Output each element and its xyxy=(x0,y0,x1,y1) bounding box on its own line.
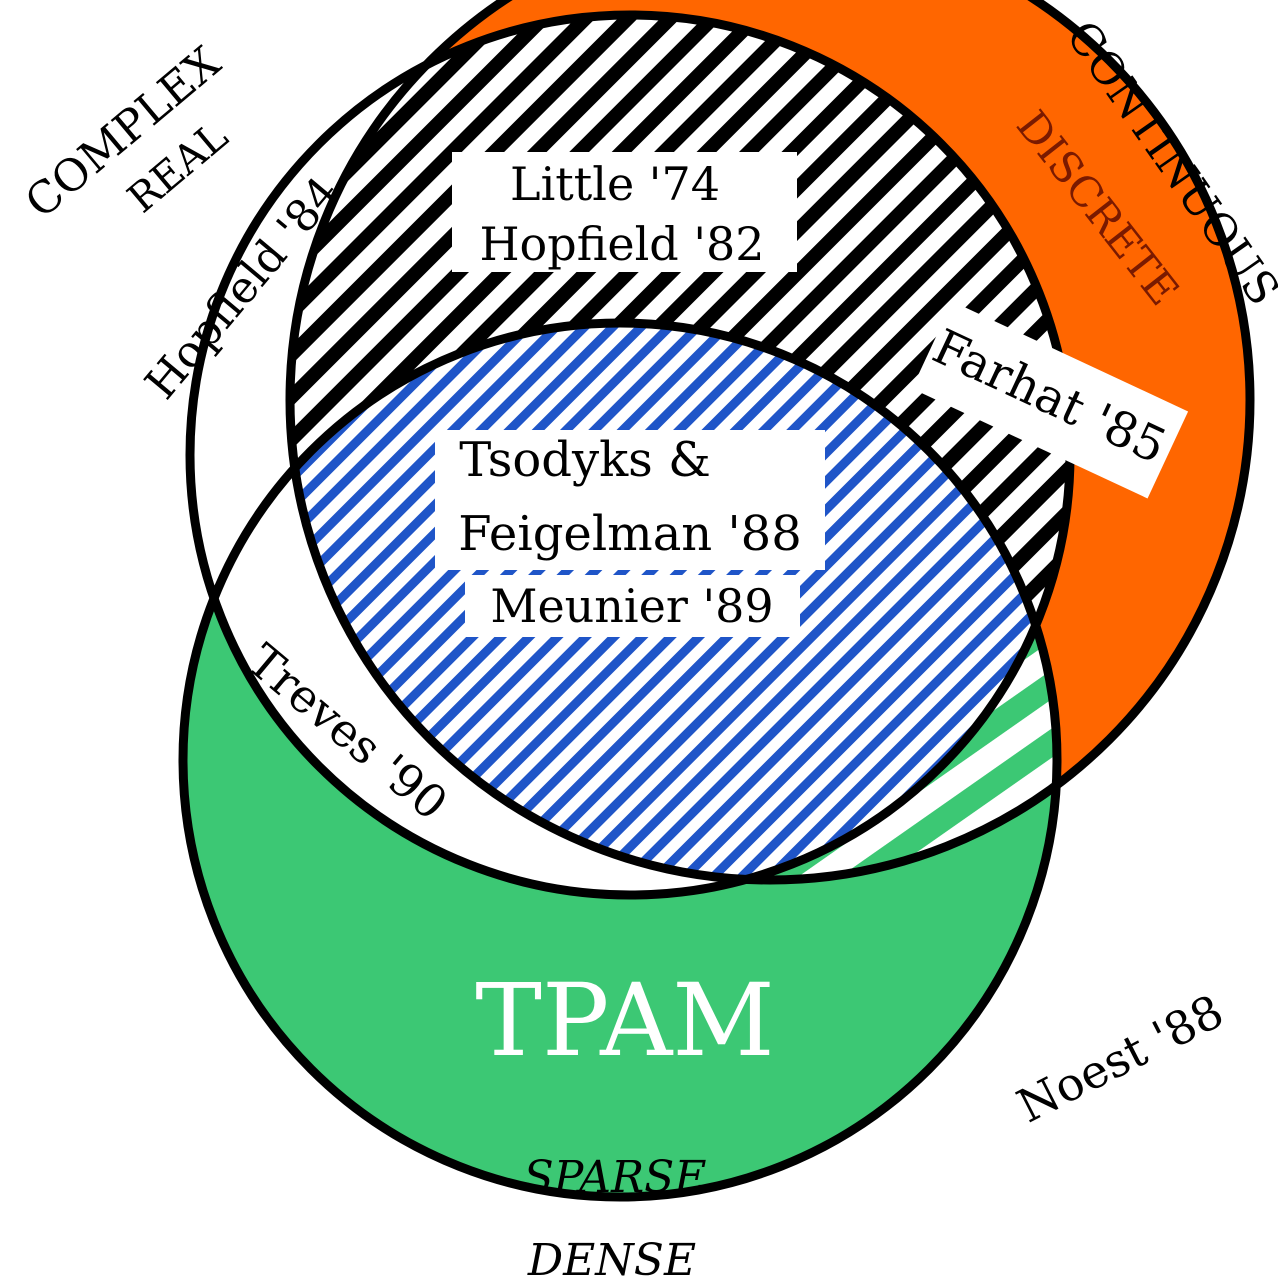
tsodyks-box xyxy=(435,430,825,570)
farhat-box xyxy=(911,301,1189,499)
little-hopfield-box xyxy=(452,152,797,272)
tsodyks-label-line1: Tsodyks & xyxy=(459,432,711,488)
dense-label: DENSE xyxy=(527,1235,696,1284)
tpam-label: TPAM xyxy=(475,962,774,1079)
sparse-circle-outline xyxy=(178,318,1062,1202)
tsodyks-label-line2: Feigelman '88 xyxy=(458,506,802,562)
continuous-circle-outline xyxy=(285,0,1255,885)
hopfield82-label: Hopfield '82 xyxy=(479,217,764,271)
noest88-label: Noest '88 xyxy=(1009,984,1232,1133)
meunier-box xyxy=(465,575,800,637)
meunier89-label: Meunier '89 xyxy=(490,579,773,633)
little74-label: Little '74 xyxy=(510,157,720,211)
sparse-label: SPARSE xyxy=(524,1152,707,1203)
